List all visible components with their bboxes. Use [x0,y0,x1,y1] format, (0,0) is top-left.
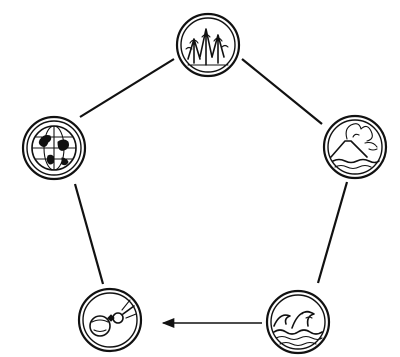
edge-volcano-ocean [318,182,347,283]
node-meteor-impact [79,289,141,351]
node-volcano [324,116,386,178]
edge-globe-forest [80,59,174,117]
node-globe [23,117,85,179]
edge-meteor-globe [75,184,103,284]
edge-forest-volcano [242,59,322,124]
node-forest [177,14,239,76]
edges [75,59,347,323]
node-ocean-waves [267,291,329,353]
globe-icon [32,126,76,170]
